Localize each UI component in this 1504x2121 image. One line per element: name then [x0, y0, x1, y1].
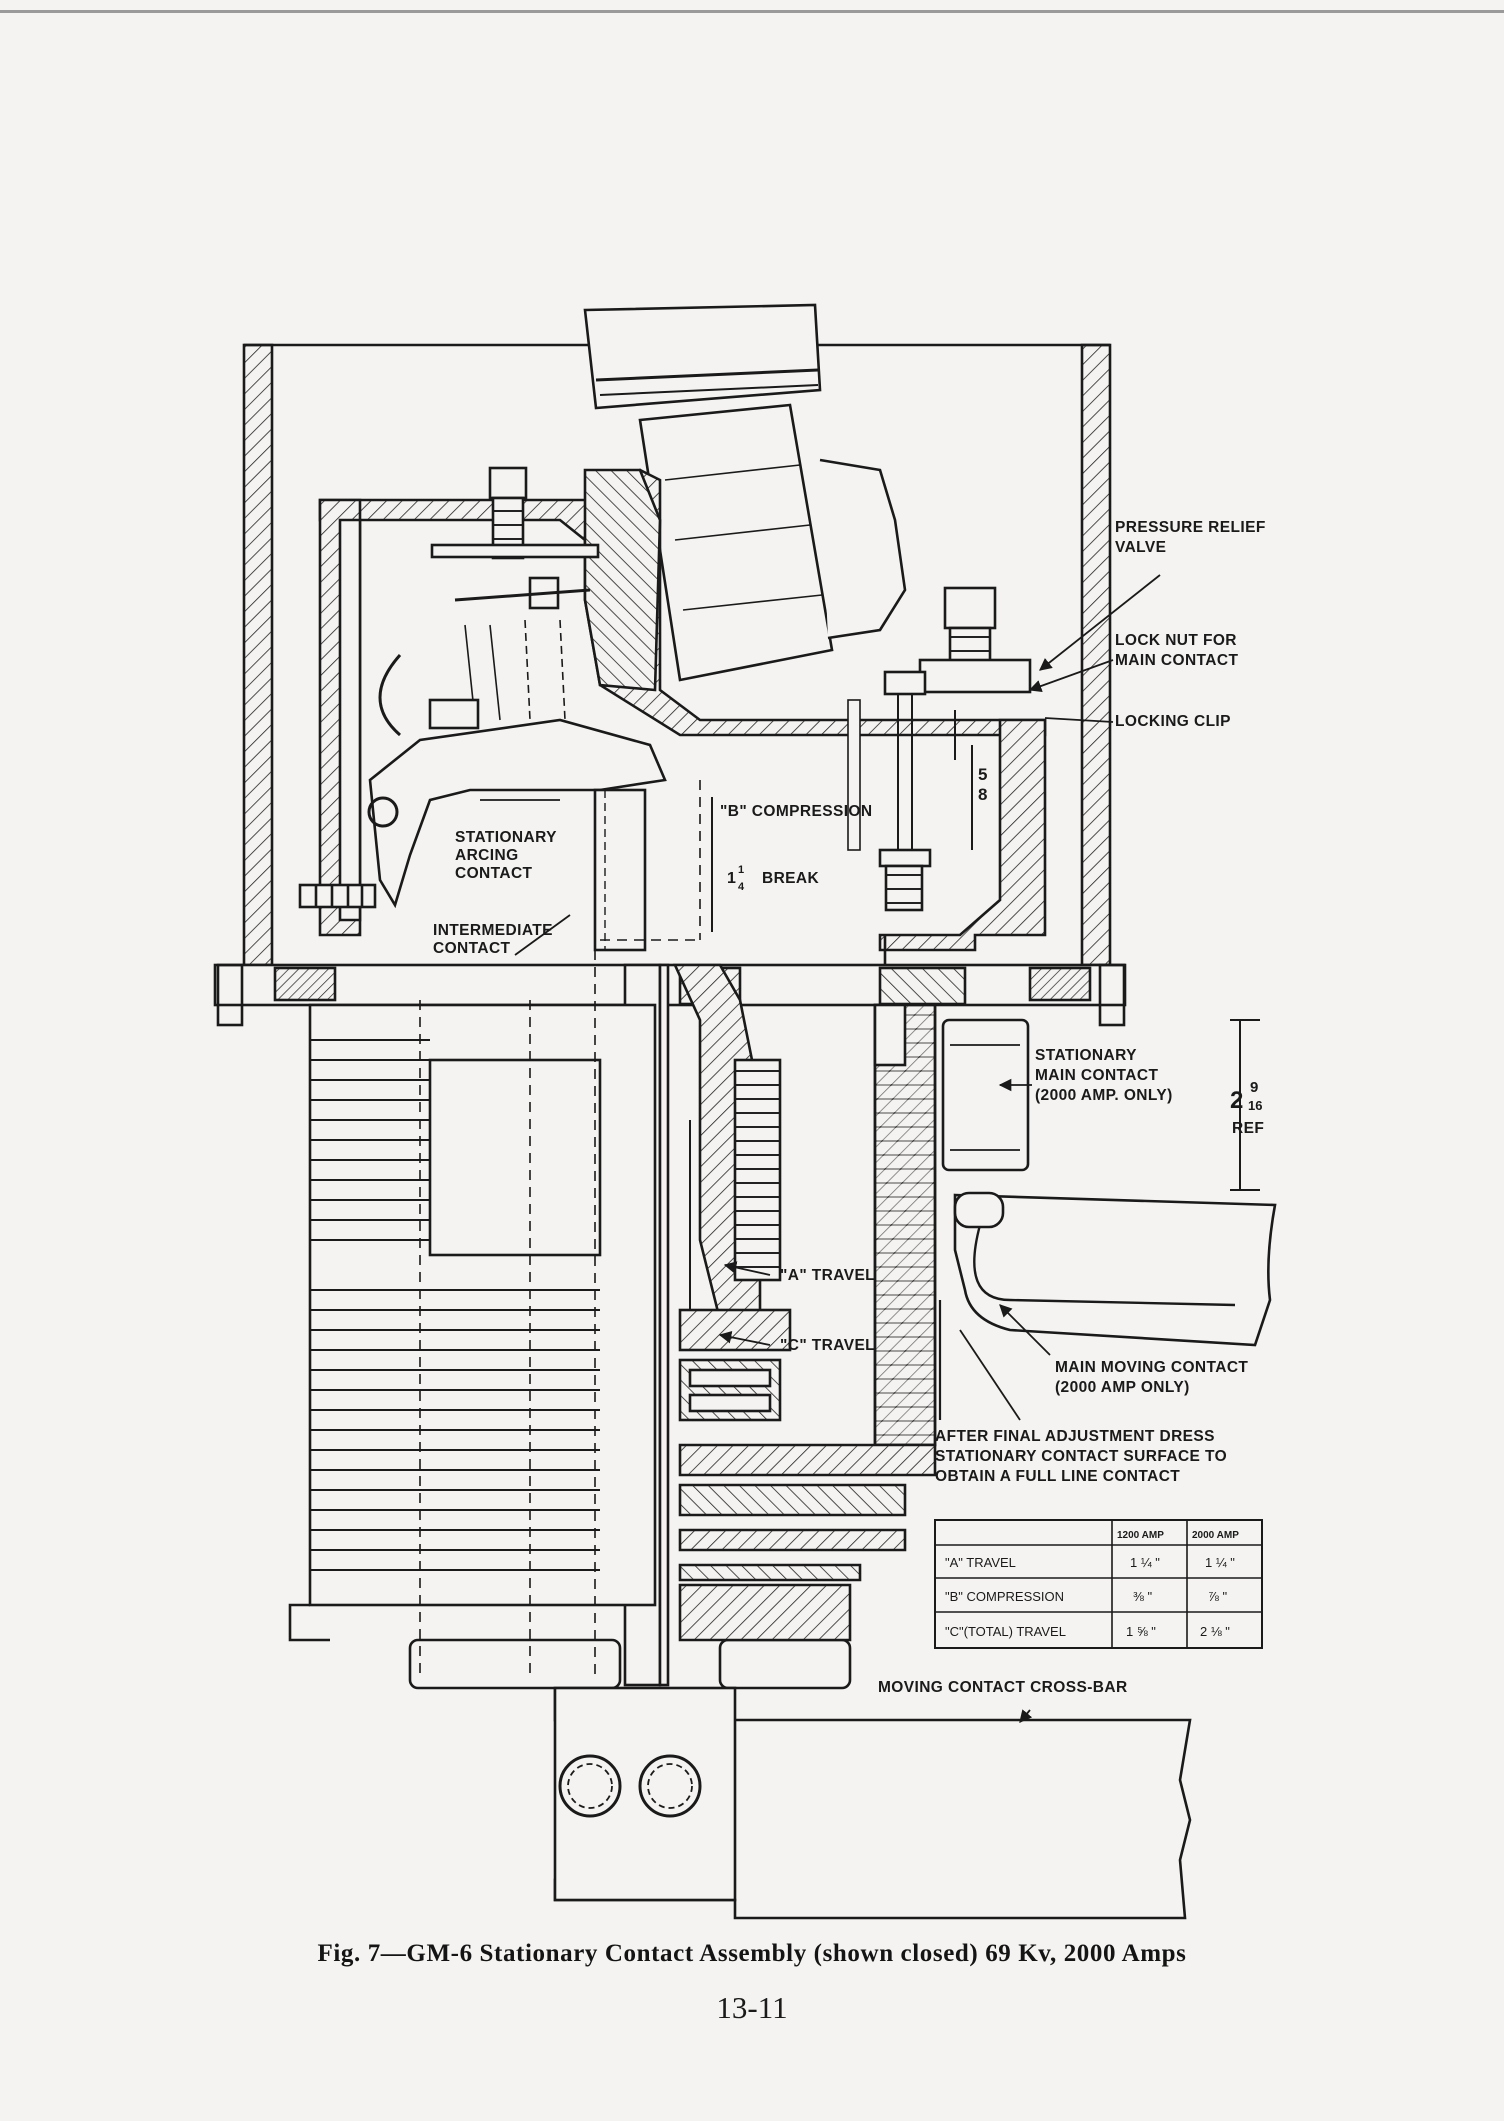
- label-after-adjust-2: STATIONARY CONTACT SURFACE TO: [935, 1448, 1227, 1465]
- label-stationary-main-1: STATIONARY: [1035, 1047, 1137, 1064]
- label-stationary-main-2: MAIN CONTACT: [1035, 1067, 1158, 1084]
- right-bracket: [878, 718, 1047, 952]
- table-header-2000: 2000 AMP: [1192, 1530, 1239, 1541]
- bushing-body: [638, 403, 834, 682]
- label-after-adjust-3: OBTAIN A FULL LINE CONTACT: [935, 1468, 1180, 1485]
- table-row-c-1200: 1 ⅝ ": [1126, 1624, 1156, 1639]
- label-cross-bar: MOVING CONTACT CROSS-BAR: [878, 1679, 1128, 1696]
- label-pressure-relief-2: VALVE: [1115, 539, 1166, 556]
- figure-caption: Fig. 7—GM-6 Stationary Contact Assembly …: [317, 1940, 1187, 1967]
- stationary-main-contact: [941, 1018, 1030, 1172]
- label-main-moving-1: MAIN MOVING CONTACT: [1055, 1359, 1248, 1376]
- label-after-adjust-1: AFTER FINAL ADJUSTMENT DRESS: [935, 1428, 1215, 1445]
- top-rule: [0, 10, 1504, 13]
- page-number: 13-11: [716, 1990, 788, 2025]
- label-b-compression: "B" COMPRESSION: [720, 803, 872, 820]
- label-intermediate-1: INTERMEDIATE: [433, 922, 553, 939]
- table-row-a-2000: 1 ¼ ": [1205, 1555, 1235, 1570]
- label-five-eighths-den: 8: [978, 785, 987, 804]
- label-stationary-arcing-2: ARCING: [455, 847, 519, 864]
- label-lock-nut-1: LOCK NUT FOR: [1115, 632, 1237, 649]
- label-break-den: 4: [738, 881, 745, 893]
- travel-table: 1200 AMP 2000 AMP "A" TRAVEL 1 ¼ " 1 ¼ "…: [934, 1519, 1263, 1649]
- label-intermediate-2: CONTACT: [433, 940, 511, 957]
- label-five-eighths-num: 5: [978, 765, 987, 784]
- table-row-c-2000: 2 ⅛ ": [1200, 1624, 1230, 1639]
- tank-right-wall: [1080, 343, 1112, 967]
- label-main-moving-2: (2000 AMP ONLY): [1055, 1379, 1190, 1396]
- table-header-1200: 1200 AMP: [1117, 1530, 1164, 1541]
- table-row-b-2000: ⅞ ": [1208, 1589, 1227, 1604]
- label-break: BREAK: [762, 870, 820, 887]
- label-dim-num: 9: [1250, 1079, 1258, 1096]
- main-moving-contact: [953, 1193, 1277, 1347]
- label-dim-whole: 2: [1230, 1087, 1243, 1114]
- label-locking-clip: LOCKING CLIP: [1115, 713, 1231, 730]
- label-stationary-main-3: (2000 AMP. ONLY): [1035, 1087, 1173, 1104]
- lock-nut: [943, 586, 997, 630]
- bushing-cap: [583, 303, 822, 410]
- label-a-travel: "A" TRAVEL: [780, 1267, 875, 1284]
- drawing-linework: [213, 303, 1277, 1920]
- contact-assembly-diagram: PRESSURE RELIEF VALVE LOCK NUT FOR MAIN …: [213, 303, 1277, 1920]
- table-row-a-label: "A" TRAVEL: [945, 1555, 1016, 1570]
- callout-labels: PRESSURE RELIEF VALVE LOCK NUT FOR MAIN …: [433, 519, 1266, 1696]
- label-dim-ref: REF: [1232, 1120, 1264, 1137]
- table-row-c-label: "C"(TOTAL) TRAVEL: [945, 1624, 1066, 1639]
- tank-left-wall: [242, 343, 274, 967]
- label-break-whole: 1: [727, 870, 736, 887]
- table-row-a-1200: 1 ¼ ": [1130, 1555, 1160, 1570]
- table-row-b-label: "B" COMPRESSION: [945, 1589, 1064, 1604]
- label-pressure-relief-1: PRESSURE RELIEF: [1115, 519, 1266, 536]
- arcing-contact-finger: [368, 718, 667, 909]
- label-lock-nut-2: MAIN CONTACT: [1115, 652, 1238, 669]
- intermediate-contact-block: [593, 788, 647, 952]
- label-dim-den: 16: [1248, 1098, 1262, 1113]
- label-stationary-arcing-3: CONTACT: [455, 865, 533, 882]
- base-plate: [213, 963, 1127, 1007]
- label-c-travel: "C" TRAVEL: [780, 1337, 875, 1354]
- table-row-b-1200: ⅜ ": [1133, 1589, 1152, 1604]
- label-stationary-arcing-1: STATIONARY: [455, 829, 557, 846]
- label-break-num: 1: [738, 864, 744, 876]
